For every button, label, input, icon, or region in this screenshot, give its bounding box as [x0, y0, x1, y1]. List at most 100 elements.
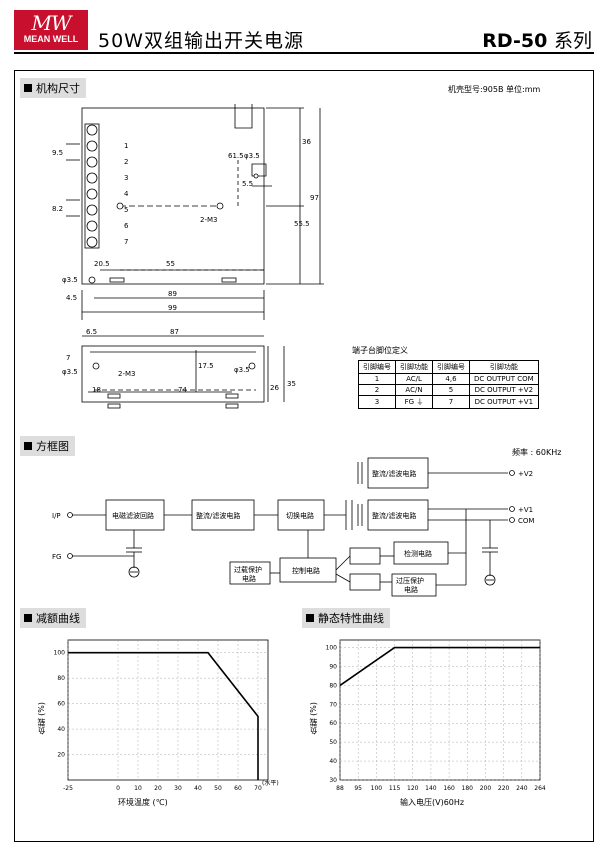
x-tick-label: 180	[462, 785, 474, 792]
y-tick-label: 40	[329, 758, 337, 765]
terminal-number: 3	[124, 174, 128, 182]
table-row: 2 AC/N 5 DC OUTPUT +V2	[358, 384, 539, 396]
case-note: 机壳型号:905B 单位:mm	[448, 85, 541, 94]
output-label: COM	[518, 517, 534, 525]
table-row: 3 FG ⏚ 7 DC OUTPUT +V1	[358, 395, 539, 409]
page-header: MW MEAN WELL 50W双组输出开关电源 RD-50 系列	[14, 10, 594, 54]
x-tick-label: 60	[234, 785, 242, 792]
dim-label: 26	[270, 384, 279, 392]
x-tick-label: 88	[336, 785, 344, 792]
x-tick-label: 140	[425, 785, 437, 792]
y-tick-label: 80	[57, 675, 65, 682]
derating-curve	[68, 651, 259, 780]
dim-label: 2-M3	[118, 370, 135, 378]
dim-label: 55	[166, 260, 175, 268]
x-tick-label: 0	[116, 785, 120, 792]
section-block-title: 方框图	[36, 440, 69, 453]
dim-label: 4.5	[66, 294, 77, 302]
x-tick-label: 240	[516, 785, 528, 792]
table-header-row: 引脚编号 引脚功能 引脚编号 引脚功能	[358, 360, 539, 374]
block-label: 电路	[404, 585, 418, 594]
pin-table: 引脚编号 引脚功能 引脚编号 引脚功能 1 AC/L 4,6 DC OUTPUT…	[358, 360, 539, 409]
output-label: +V1	[518, 506, 533, 514]
ground-icon	[128, 566, 140, 578]
output-label: +V2	[518, 470, 533, 478]
dim-label: 61.5	[228, 152, 244, 160]
section-derating-title: 减额曲线	[36, 612, 80, 625]
datasheet-frame	[14, 70, 594, 842]
block-labels: 电磁滤波回路 整流/滤波电路 切换电路 整流/滤波电路 整流/滤波电路 检测电路…	[52, 469, 534, 594]
block-label: 电磁滤波回路	[112, 511, 154, 520]
x-tick-label: 160	[443, 785, 455, 792]
terminal-number: 5	[124, 206, 128, 214]
terminal-screws	[86, 124, 259, 370]
static-xlabel: 输入电压(V)60Hz	[400, 798, 465, 807]
block-label: 过压保护	[396, 576, 424, 585]
series-suffix: 系列	[553, 30, 592, 52]
dim-label: 7	[66, 354, 70, 362]
y-tick-label: 60	[329, 720, 337, 727]
dim-label: 2-M3	[200, 216, 217, 224]
section-mechanical: 机构尺寸	[20, 78, 86, 98]
section-derating: 减额曲线	[20, 608, 86, 628]
section-mechanical-title: 机构尺寸	[36, 82, 80, 95]
derating-ylabel: 负载 (%)	[37, 702, 46, 735]
table-cell: 5	[432, 384, 470, 396]
dim-label: 35	[287, 380, 296, 388]
dim-label: 36	[302, 138, 311, 146]
y-tick-label: 80	[329, 682, 337, 689]
table-cell: 7	[432, 395, 470, 409]
terminal-number: 7	[124, 238, 128, 246]
derating-xlabel: 环境温度 (℃)	[118, 798, 168, 807]
y-tick-label: 40	[57, 726, 65, 733]
terminal-numbers: 1 2 3 4 5 6 7	[124, 142, 129, 246]
derating-xunit: (水平)	[262, 780, 279, 787]
block-label: 过载保护	[234, 565, 262, 574]
y-tick-label: 100	[326, 645, 338, 652]
x-tick-label: 120	[407, 785, 419, 792]
pin-table-caption: 端子台脚位定义	[352, 346, 408, 355]
x-tick-label: 20	[154, 785, 162, 792]
x-tick-label: -25	[63, 785, 73, 792]
terminal-number: 4	[124, 190, 129, 198]
dimension-labels: 9.5 8.2 61.5 φ3.5 36 5.5 97 55.5 2-M3 20…	[52, 138, 319, 394]
logo-mark: MW	[31, 11, 71, 35]
top-view-body	[81, 107, 265, 285]
x-tick-label: 115	[389, 785, 401, 792]
block-label: 控制电路	[292, 566, 320, 575]
dim-label: 8.2	[52, 205, 63, 213]
x-tick-label: 100	[371, 785, 383, 792]
y-tick-label: 30	[329, 777, 337, 784]
block-label: 整流/滤波电路	[196, 511, 240, 520]
x-tick-label: 10	[134, 785, 142, 792]
table-cell: DC OUTPUT +V1	[469, 395, 539, 409]
dim-label: 18	[92, 386, 101, 394]
dim-label: 9.5	[52, 149, 63, 157]
x-tick-label: 220	[498, 785, 510, 792]
x-tick-label: 200	[480, 785, 492, 792]
dim-label: 99	[168, 304, 177, 312]
terminal-block	[84, 123, 100, 249]
fg-label: FG	[52, 553, 61, 561]
static-ylabel: 负载 (%)	[309, 702, 318, 735]
x-tick-label: 50	[214, 785, 222, 792]
y-tick-label: 20	[57, 752, 65, 759]
y-tick-label: 50	[329, 739, 337, 746]
section-static: 静态特性曲线	[302, 608, 390, 628]
section-static-title: 静态特性曲线	[318, 612, 384, 625]
y-tick-label: 90	[329, 663, 337, 670]
series-title: RD-50 系列	[482, 26, 592, 53]
dim-label: 5.5	[242, 180, 253, 188]
dim-label: φ3.5	[62, 276, 78, 284]
y-tick-label: 100	[54, 650, 66, 657]
static-plot-area	[339, 639, 541, 781]
x-tick-label: 264	[534, 785, 546, 792]
dim-label: 87	[170, 328, 179, 336]
terminal-number: 6	[124, 222, 129, 230]
y-tick-label: 60	[57, 701, 65, 708]
